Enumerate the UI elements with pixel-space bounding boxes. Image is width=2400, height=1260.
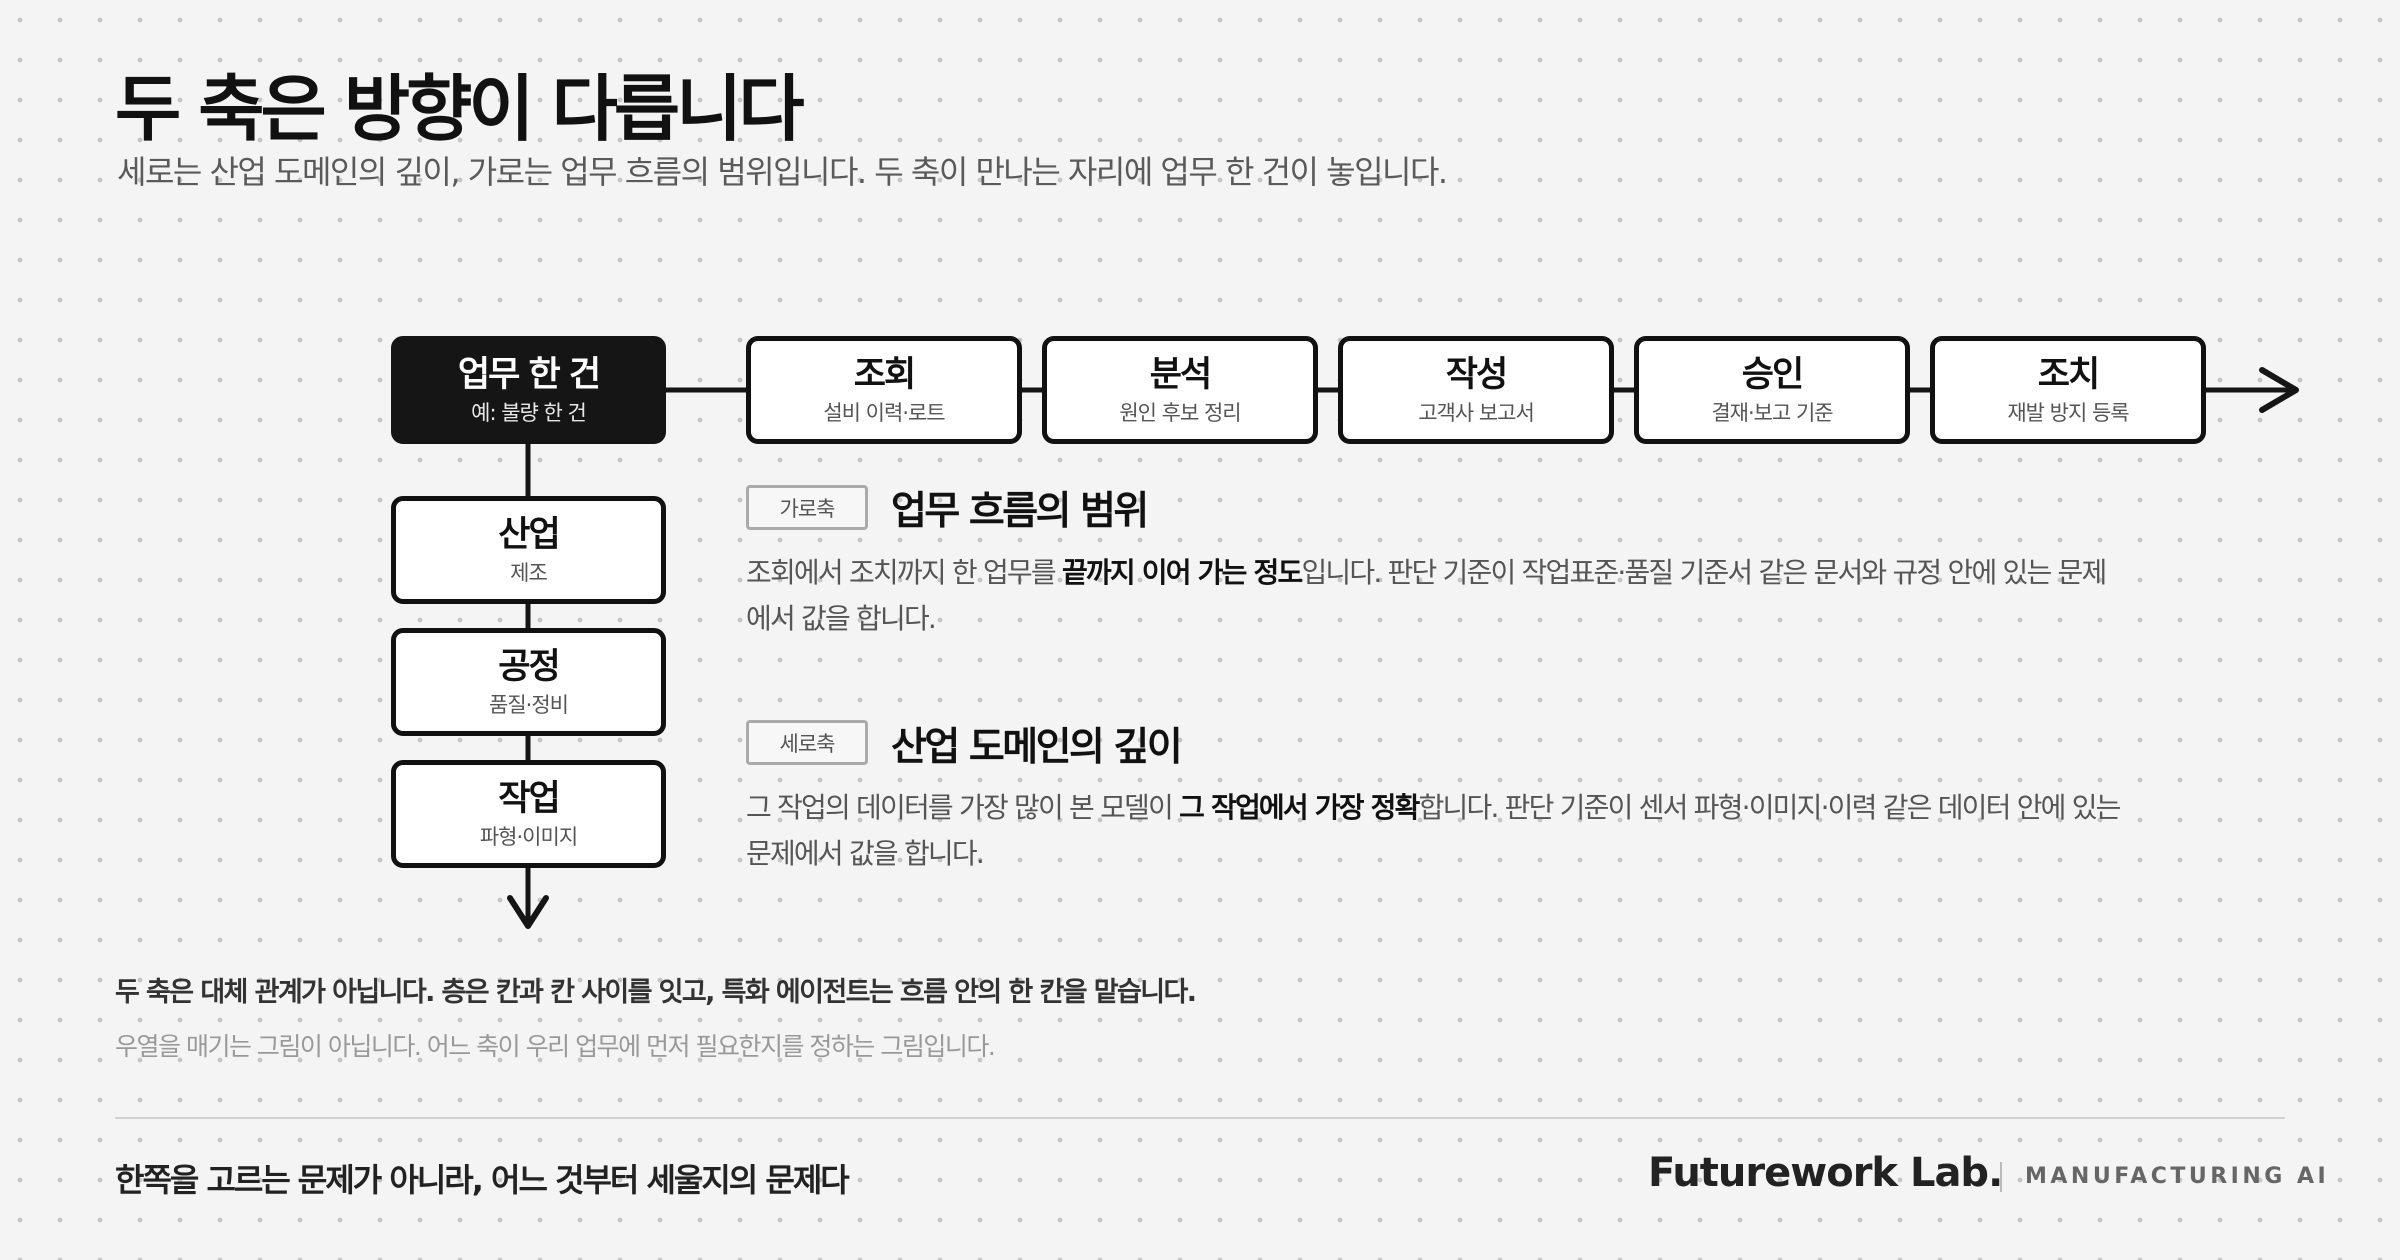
horizontal-axis-title: 업무 흐름의 범위 [891,489,1149,534]
horizontal-arrowhead-icon [2259,367,2299,413]
step-box-action: 조치 재발 방지 등록 [1930,336,2206,444]
depth-title: 산업 [498,515,560,556]
vertical-arrowhead-icon [507,895,549,929]
page-subtitle: 세로는 산업 도메인의 깊이, 가로는 업무 흐름의 범위입니다. 두 축이 만… [117,153,1448,191]
vertical-axis-title: 산업 도메인의 깊이 [891,725,1183,770]
depth-box-industry: 산업 제조 [391,496,666,604]
desc-text: 조회에서 조치까지 한 업무를 [746,556,1062,589]
vertical-axis-tag: 세로축 [746,720,868,765]
step-box-lookup: 조회 설비 이력·로트 [746,336,1022,444]
origin-sub: 예: 불량 한 건 [471,400,587,425]
page-title: 두 축은 방향이 다릅니다 [115,67,805,151]
depth-box-task: 작업 파형·이미지 [391,760,666,868]
step-title: 조치 [2037,355,2100,396]
vertical-axis-description: 그 작업의 데이터를 가장 많이 본 모델이 그 작업에서 가장 정확합니다. … [746,785,2126,877]
horizontal-axis-tag: 가로축 [746,485,868,530]
step-title: 조회 [853,355,916,396]
step-title: 작성 [1445,355,1508,396]
footer-tagline: 한쪽을 고르는 문제가 아니라, 어느 것부터 세울지의 문제다 [115,1161,850,1199]
desc-text: 합니다. 판단 기준이 센서 파형·이미지·이력 같은 데이터 안에 있는 문제… [746,791,2121,870]
step-sub: 고객사 보고서 [1418,400,1535,425]
note-secondary: 우열을 매기는 그림이 아닙니다. 어느 축이 우리 업무에 먼저 필요한지를 … [115,1032,996,1061]
step-sub: 설비 이력·로트 [823,400,945,425]
step-title: 분석 [1149,355,1212,396]
brand-separator [2000,1162,2002,1192]
depth-title: 작업 [498,779,560,820]
footer-divider [115,1117,2285,1119]
step-sub: 결재·보고 기준 [1711,400,1833,425]
step-box-analysis: 분석 원인 후보 정리 [1042,336,1318,444]
depth-box-process: 공정 품질·정비 [391,628,666,736]
note-primary: 두 축은 대체 관계가 아닙니다. 층은 칸과 칸 사이를 잇고, 특화 에이전… [115,977,1197,1008]
step-sub: 원인 후보 정리 [1119,400,1241,425]
brand-subtitle: MANUFACTURING AI [2025,1164,2330,1189]
step-box-approval: 승인 결재·보고 기준 [1634,336,1910,444]
step-sub: 재발 방지 등록 [2007,400,2129,425]
desc-text: 입니다. 판단 기준이 작업표준·품질 기준서 같은 문서와 규정 안에 있는 … [746,556,2107,635]
origin-box-task: 업무 한 건 예: 불량 한 건 [391,336,666,444]
horizontal-axis-description: 조회에서 조치까지 한 업무를 끝까지 이어 가는 정도입니다. 판단 기준이 … [746,550,2126,642]
depth-sub: 파형·이미지 [479,824,578,849]
desc-text: 그 작업의 데이터를 가장 많이 본 모델이 [746,791,1180,824]
depth-sub: 제조 [510,560,548,585]
desc-emphasis: 그 작업에서 가장 정확 [1179,791,1420,824]
desc-emphasis: 끝까지 이어 가는 정도 [1061,556,1303,589]
origin-title: 업무 한 건 [457,355,601,396]
step-title: 승인 [1741,355,1804,396]
step-box-writing: 작성 고객사 보고서 [1338,336,1614,444]
brand-logo: Futurework Lab. [1648,1150,2003,1196]
depth-title: 공정 [498,647,560,688]
depth-sub: 품질·정비 [489,692,569,717]
